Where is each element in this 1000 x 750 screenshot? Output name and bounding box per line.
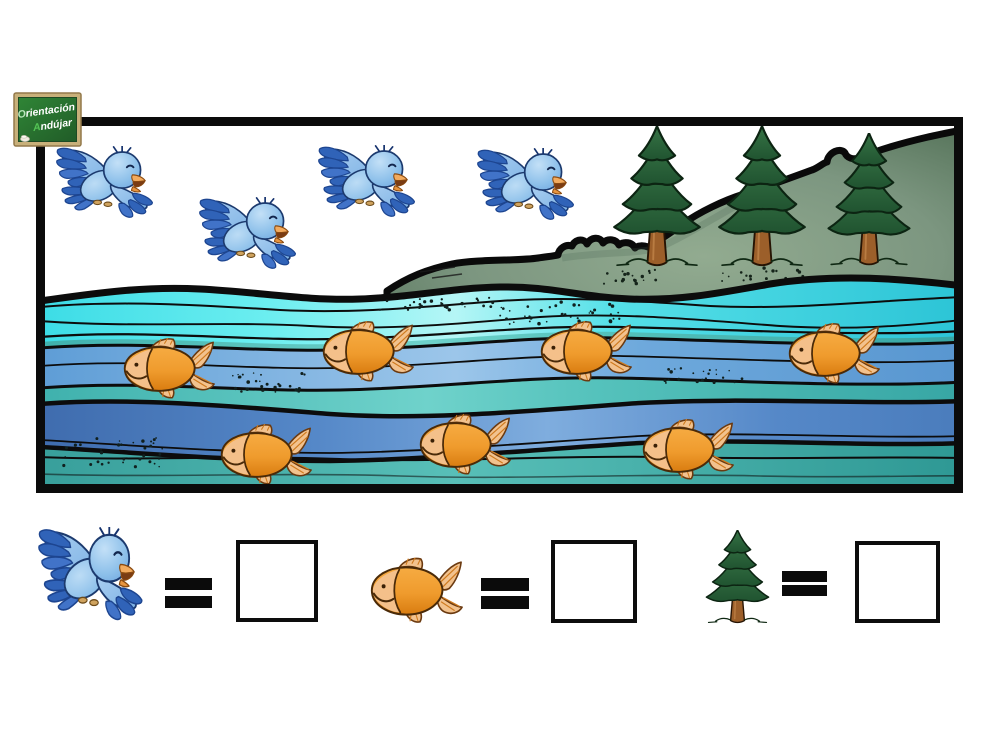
trees-group bbox=[613, 126, 911, 267]
tree-icon bbox=[705, 530, 770, 624]
equals-sign: = bbox=[481, 578, 529, 609]
bird-count-input[interactable] bbox=[236, 540, 318, 622]
bird-icon bbox=[37, 527, 144, 621]
fish-count-input[interactable] bbox=[551, 540, 637, 623]
equals-sign: = bbox=[165, 578, 212, 609]
publisher-logo: Orientación Andújar bbox=[13, 92, 82, 147]
hill-speckles bbox=[602, 266, 805, 290]
water-speckles bbox=[62, 296, 744, 469]
scene-frame bbox=[36, 117, 963, 493]
fish-icon bbox=[370, 557, 464, 624]
logo-line2: Andújar bbox=[31, 117, 73, 134]
tree-count-input[interactable] bbox=[855, 541, 940, 623]
equals-sign: = bbox=[782, 571, 827, 596]
